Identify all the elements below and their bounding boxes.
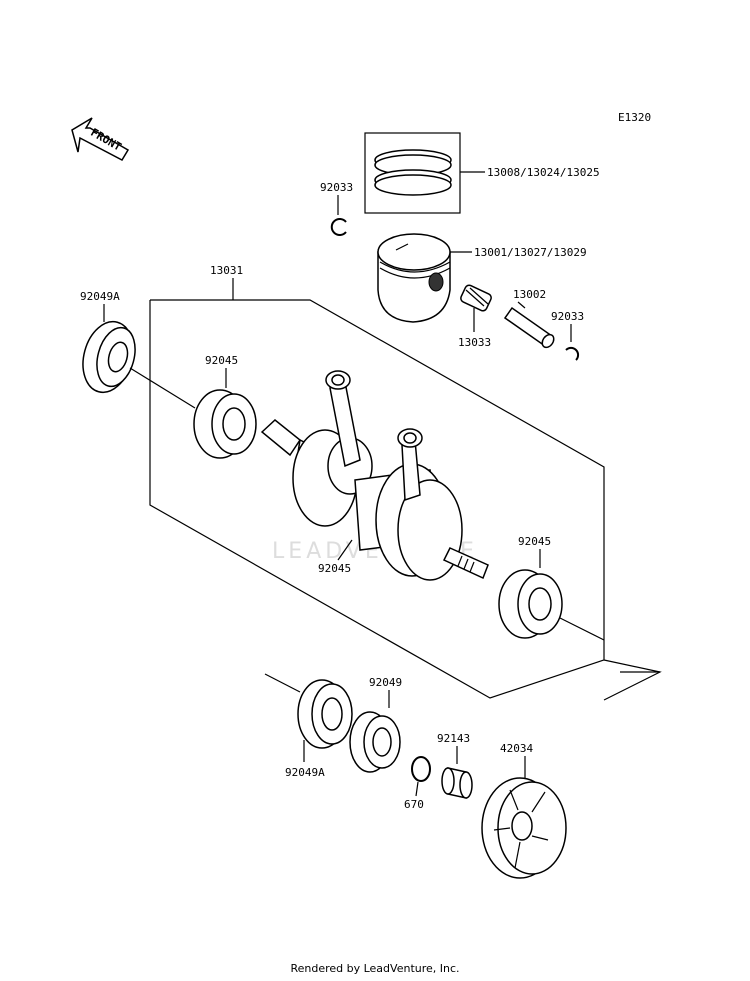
label-clip-right: 92033 [551,310,584,323]
oil-seal-left[interactable] [76,316,142,398]
label-coupling: 42034 [500,742,533,755]
label-clip-top: 92033 [320,181,353,194]
collar[interactable] [441,767,473,799]
piston-pin[interactable] [503,306,556,350]
oil-seal-lower[interactable] [297,679,353,749]
label-collar: 92143 [437,732,470,745]
piston-ring-set[interactable] [364,132,461,214]
label-needle-bearing: 13033 [458,336,491,349]
label-bearing-right: 92045 [518,535,551,548]
label-seal-left: 92049A [80,290,120,303]
front-label: FRONT [88,126,124,154]
ball-bearing-lower[interactable] [349,711,401,773]
label-seal-lower: 92049A [285,766,325,779]
front-arrow-icon: FRONT [71,117,130,161]
label-piston: 13001/13027/13029 [474,246,587,259]
ball-bearing-left[interactable] [193,389,257,459]
piston[interactable] [377,233,451,323]
needle-bearing[interactable] [460,284,493,312]
circlip-top[interactable] [330,218,347,236]
label-bearing-center: 92045 [318,562,351,575]
diagram-code: E1320 [618,111,651,124]
label-o-ring: 670 [404,798,424,811]
coupling[interactable] [481,777,567,879]
ball-bearing-right[interactable] [498,569,563,639]
o-ring[interactable] [411,756,431,782]
label-bearing-left: 92045 [205,354,238,367]
label-ring-set: 13008/13024/13025 [487,166,600,179]
label-pin: 13002 [513,288,546,301]
circlip-right[interactable] [565,346,580,361]
label-crankshaft-assy: 13031 [210,264,243,277]
crankshaft[interactable] [260,370,489,581]
footer-credit: Rendered by LeadVenture, Inc. [290,962,460,975]
label-bearing-lower: 92049 [369,676,402,689]
